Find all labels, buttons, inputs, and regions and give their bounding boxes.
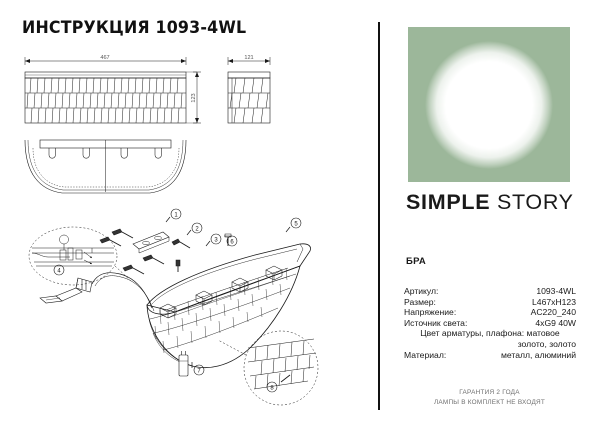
dimension-label-width: 467	[100, 55, 109, 61]
spec-value-light-source: 4xG9 40W	[535, 317, 576, 328]
callout-number-1: 1	[174, 212, 178, 218]
spec-row-light-source: Источник света: 4xG9 40W	[404, 318, 576, 329]
dimension-label-depth: 121	[244, 55, 253, 61]
terminal-block	[39, 277, 93, 304]
callout-number-4: 4	[57, 268, 61, 274]
callout-number-8: 8	[270, 385, 274, 391]
spec-value-size: L467xH123	[532, 296, 576, 307]
shingle-texture-front	[25, 77, 186, 124]
mounting-hardware	[99, 216, 291, 275]
right-panel: SIMPLE STORY БРА Артикул: 1093-4WL Разме…	[379, 0, 600, 433]
spec-row-color: Цвет арматуры, плафона: матовое золото, …	[404, 328, 576, 349]
side-view	[227, 71, 271, 124]
specifications-table: Артикул: 1093-4WL Размер: L467xH123 Напр…	[404, 286, 576, 360]
technical-drawings: 467 121 123	[24, 55, 271, 194]
callout-marker-2	[191, 222, 203, 234]
spec-label-voltage: Напряжение:	[404, 307, 457, 318]
lamps-note: ЛАМПЫ В КОМПЛЕКТ НЕ ВХОДЯТ	[433, 398, 546, 406]
detail-bubble-8: 8	[217, 330, 319, 406]
callout-marker-3	[210, 233, 222, 245]
assembly-exploded-view: 4	[28, 208, 319, 406]
spec-label-article: Артикул:	[404, 286, 439, 296]
spec-row-article: Артикул: 1093-4WL	[404, 286, 576, 297]
callout-marker-7	[193, 364, 205, 376]
fixture-body	[146, 243, 311, 369]
spec-row-size: Размер: L467xH123	[404, 297, 576, 308]
glowing-circle-lamp-icon	[425, 40, 553, 169]
spec-value-voltage-real: AC220_240	[530, 307, 576, 318]
warranty-note: ГАРАНТИЯ 2 ГОДА	[459, 389, 520, 396]
detail-bubble-4: 4	[28, 226, 133, 286]
left-panel: ИНСТРУКЦИЯ 1093-4WL	[22, 18, 319, 406]
callout-number-3: 3	[214, 237, 218, 243]
g9-bulb	[178, 351, 193, 377]
spec-value-material: металл, алюминий	[500, 349, 576, 360]
callout-marker-1	[170, 208, 182, 220]
spec-color-line-2: золото, золото	[517, 338, 576, 349]
brand-logo-icon	[408, 27, 570, 182]
callout-number-5: 5	[294, 221, 298, 227]
callout-marker-5	[290, 217, 302, 229]
dimension-label-height: 123	[191, 93, 197, 102]
brand-name: SIMPLE STORY	[406, 190, 574, 215]
dimension-line-width	[24, 57, 187, 65]
power-cable	[91, 272, 155, 312]
callout-marker-6	[226, 235, 238, 247]
callout-number-2: 2	[195, 226, 199, 232]
product-type-heading: БРА	[406, 256, 427, 267]
brand-name-light: STORY	[496, 190, 574, 214]
spec-color-line-1: Цвет арматуры, плафона: матовое	[420, 328, 560, 339]
brand-name-bold: SIMPLE	[406, 190, 491, 214]
footer-notes: ГАРАНТИЯ 2 ГОДА ЛАМПЫ В КОМПЛЕКТ НЕ ВХОД…	[379, 388, 600, 407]
bottom-view	[24, 139, 187, 194]
dimension-line-height	[186, 71, 201, 124]
callout-number-6: 6	[230, 239, 234, 245]
screws	[99, 228, 232, 275]
panel-divider	[378, 22, 380, 410]
page-title: ИНСТРУКЦИЯ 1093-4WL	[22, 18, 247, 37]
spec-label-size: Размер:	[404, 296, 436, 307]
spec-value-article: 1093-4WL	[536, 286, 576, 296]
callout-number-7: 7	[197, 368, 201, 374]
spec-label-light-source: Источник света:	[404, 317, 468, 328]
dimension-line-depth	[227, 57, 271, 65]
spec-row-voltage: Напряжение: 4xG9 40W AC220_240	[404, 307, 576, 318]
spec-label-material: Материал:	[404, 349, 447, 360]
lamp-sockets	[48, 148, 162, 159]
spec-row-material: Материал: металл, алюминий	[404, 350, 576, 361]
